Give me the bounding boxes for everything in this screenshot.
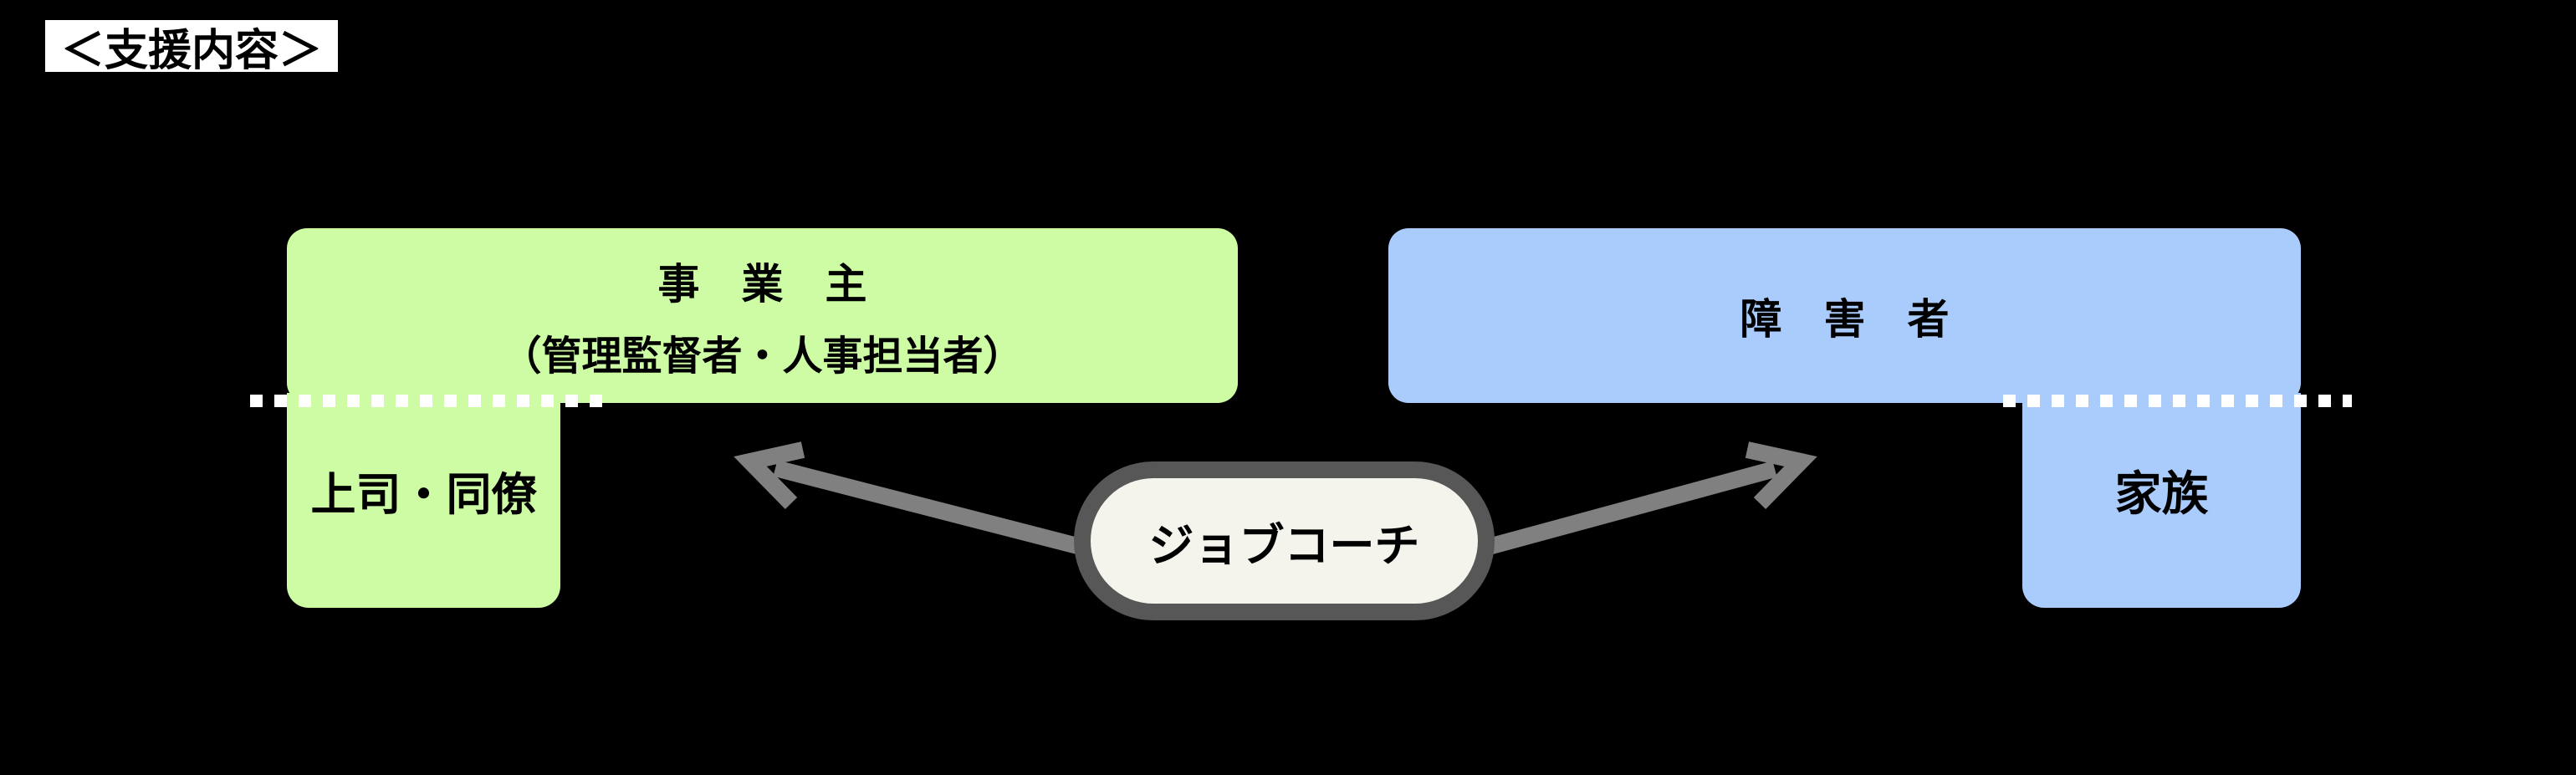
dashed-separator-right	[2003, 395, 2352, 407]
family-box: 家族	[2022, 393, 2301, 608]
colleagues-box: 上司・同僚	[287, 393, 560, 608]
family-label: 家族	[2114, 467, 2209, 520]
job-coach-badge: ジョブコーチ	[1074, 461, 1495, 620]
arrow-right-icon	[1486, 441, 1817, 555]
diagram-title: ＜支援内容＞	[60, 26, 322, 75]
employer-box: 事 業 主 （管理監督者・人事担当者）	[287, 228, 1238, 403]
employer-sublabel: （管理監督者・人事担当者）	[501, 334, 1024, 379]
dashed-separator-left	[250, 395, 605, 407]
colleagues-label: 上司・同僚	[310, 470, 537, 520]
job-coach-label: ジョブコーチ	[1148, 520, 1420, 571]
diagram-title-box: ＜支援内容＞	[42, 17, 341, 75]
disabled-person-label: 障 害 者	[1740, 295, 1950, 343]
employer-label: 事 業 主	[657, 260, 867, 308]
arrow-left-icon	[733, 441, 1083, 555]
disabled-person-box: 障 害 者	[1388, 228, 2301, 403]
